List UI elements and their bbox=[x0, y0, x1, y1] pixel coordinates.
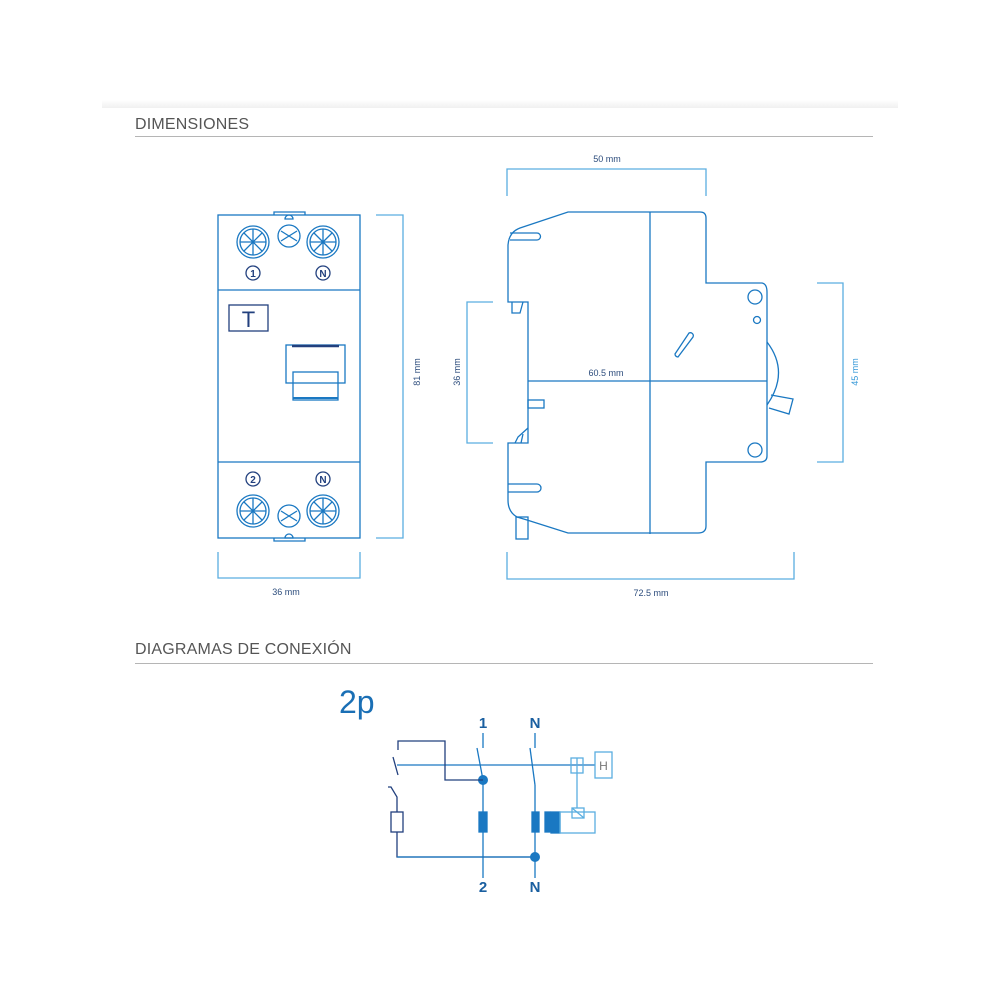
dimension-lines bbox=[217, 168, 844, 580]
height-dimension: 81 mm bbox=[412, 358, 422, 386]
connection-heading: DIAGRAMAS DE CONEXIÓN bbox=[135, 641, 352, 658]
terminal-screw-icon bbox=[236, 224, 340, 528]
terminal-label: N bbox=[319, 475, 326, 486]
pole-title: 2p bbox=[339, 684, 375, 720]
terminal-label: 2 bbox=[250, 475, 256, 486]
terminal-label: N bbox=[319, 269, 326, 280]
top-shadow-bar bbox=[102, 100, 898, 108]
total-dimension: 72.5 mm bbox=[633, 588, 668, 598]
type-badge: T bbox=[242, 307, 255, 332]
top-dimension: 50 mm bbox=[593, 154, 621, 164]
rail-dimension: 36 mm bbox=[452, 358, 462, 386]
side-view bbox=[507, 211, 794, 540]
divider bbox=[135, 663, 873, 664]
test-box-label: H bbox=[599, 759, 608, 773]
terminal-label: N bbox=[530, 715, 541, 732]
terminal-label: 2 bbox=[479, 879, 487, 896]
front-view bbox=[217, 211, 361, 542]
depth-dimension: 60.5 mm bbox=[588, 368, 623, 378]
width-dimension: 36 mm bbox=[272, 587, 300, 597]
front-dimension: 45 mm bbox=[850, 358, 860, 386]
terminal-label: 1 bbox=[479, 715, 487, 732]
terminal-label: N bbox=[530, 879, 541, 896]
dimensions-heading: DIMENSIONES bbox=[135, 116, 250, 133]
connection-diagram bbox=[388, 733, 613, 878]
divider bbox=[135, 136, 873, 137]
terminal-label: 1 bbox=[250, 269, 256, 280]
